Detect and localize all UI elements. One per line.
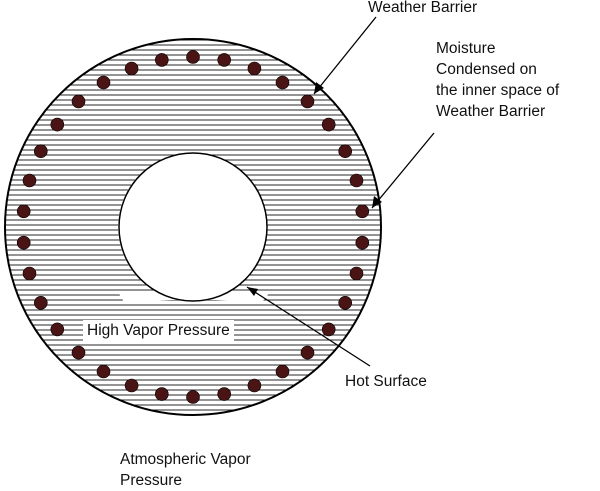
arrow-hot-surface [246,286,371,367]
moisture-droplet [321,117,336,132]
moisture-droplet [349,266,364,281]
moisture-droplet [96,364,111,379]
arrow-weather-barrier [313,16,377,95]
moisture-condensed-label: Moisture Condensed on the inner space of… [436,38,559,122]
moisture-droplet [96,75,111,90]
moisture-droplet [124,61,139,76]
moisture-droplet [355,235,370,250]
moisture-droplet [247,61,262,76]
moisture-label-line: Moisture [436,40,496,57]
moisture-droplet [300,94,315,109]
moisture-droplet [300,345,315,360]
arrowhead-weather-barrier [314,82,324,94]
arrowhead-moisture [372,196,382,208]
moisture-droplet [155,53,169,67]
moisture-droplet [355,204,370,219]
pointer-arrows [246,16,435,367]
hot-surface-label: Hot Surface [345,373,427,390]
moisture-droplet [124,378,139,393]
moisture-droplet [217,387,231,401]
moisture-droplet [22,173,37,188]
moisture-droplet [275,364,290,379]
moisture-droplet [186,50,200,64]
weather-barrier-label: Weather Barrier [368,0,478,16]
moisture-label-line: the inner space of [436,82,560,99]
atmospheric-label-line: Pressure [120,472,183,489]
moisture-droplet [338,295,353,310]
moisture-droplet [275,75,290,90]
moisture-label-line: Condensed on [436,61,537,78]
moisture-label-line: Weather Barrier [436,103,546,120]
moisture-droplet [71,345,86,360]
moisture-droplet [349,173,364,188]
moisture-droplet [16,235,31,250]
weather-barrier-outline [4,38,382,416]
moisture-droplet [155,387,169,401]
moisture-droplet [33,295,48,310]
moisture-droplet [217,53,231,67]
moisture-droplet [50,322,65,337]
condensed-moisture-droplets [16,50,370,404]
moisture-droplet [33,144,48,158]
moisture-droplet [321,322,336,337]
high-vapor-pressure-label: High Vapor Pressure [83,320,234,341]
moisture-droplet [22,266,37,281]
arrow-moisture [371,132,435,209]
atmospheric-vapor-pressure-label: Atmospheric Vapor Pressure [120,449,251,491]
hot-pipe-outline [118,152,268,302]
moisture-droplet [186,390,200,404]
arrowhead-hot-surface [247,287,258,296]
atmospheric-label-line: Atmospheric Vapor [120,451,251,468]
moisture-droplet [338,144,353,158]
moisture-droplet [16,204,31,219]
moisture-droplet [247,378,262,393]
moisture-droplet [50,117,65,132]
moisture-droplet [71,94,86,109]
